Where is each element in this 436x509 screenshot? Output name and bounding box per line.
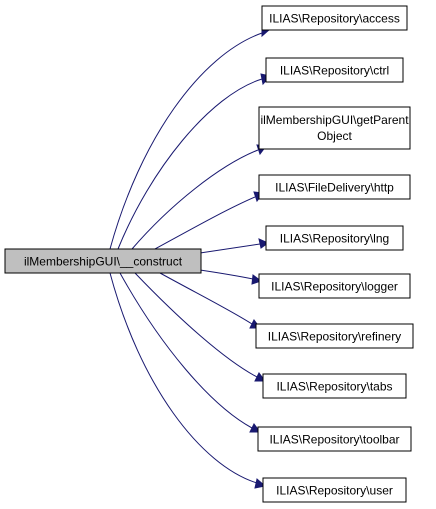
- edge-to-ctrl: [117, 73, 271, 250]
- target-node-label: ILIAS\Repository\toolbar: [269, 433, 399, 447]
- target-node-label: ILIAS\Repository\access: [269, 12, 400, 26]
- target-node-logger[interactable]: ILIAS\Repository\logger: [258, 273, 411, 299]
- edge-to-toolbar: [119, 272, 261, 433]
- target-node-toolbar[interactable]: ILIAS\Repository\toolbar: [257, 426, 412, 452]
- target-node-label: ILIAS\FileDelivery\http: [275, 181, 394, 195]
- target-node-ctrl[interactable]: ILIAS\Repository\ctrl: [265, 57, 404, 83]
- target-node-label: ILIAS\Repository\user: [276, 484, 393, 498]
- edge-to-getparentobject: [131, 144, 267, 250]
- edge-to-user: [109, 272, 267, 489]
- target-node-label: ILIAS\Repository\tabs: [276, 380, 392, 394]
- target-node-http[interactable]: ILIAS\FileDelivery\http: [258, 174, 411, 200]
- target-node-access[interactable]: ILIAS\Repository\access: [261, 5, 408, 31]
- target-node-refinery[interactable]: ILIAS\Repository\refinery: [255, 323, 414, 349]
- target-node-user[interactable]: ILIAS\Repository\user: [262, 477, 407, 503]
- target-node-label: ILIAS\Repository\lng: [280, 232, 389, 246]
- source-node[interactable]: ilMembershipGUI\__construct: [4, 248, 202, 274]
- target-node-label: ILIAS\Repository\refinery: [268, 330, 401, 344]
- edge-to-lng: [199, 238, 270, 254]
- target-node-label: ILIAS\Repository\ctrl: [280, 64, 389, 78]
- source-node-label: ilMembershipGUI\__construct: [24, 255, 183, 269]
- edge-to-http: [154, 191, 264, 250]
- target-node-label: ILIAS\Repository\logger: [271, 280, 398, 294]
- edge-to-refinery: [159, 272, 261, 329]
- target-node-lng[interactable]: ILIAS\Repository\lng: [265, 225, 404, 251]
- edge-to-tabs: [134, 272, 266, 382]
- edge-to-logger: [199, 269, 263, 285]
- edge-to-access: [109, 25, 271, 250]
- target-node-tabs[interactable]: ILIAS\Repository\tabs: [262, 373, 407, 399]
- target-node-label-line-1: ilMembershipGUI\getParent: [260, 113, 409, 127]
- target-node-label-line-2: Object: [317, 129, 352, 143]
- target-node-getparentobject[interactable]: ilMembershipGUI\getParent Object: [258, 106, 411, 150]
